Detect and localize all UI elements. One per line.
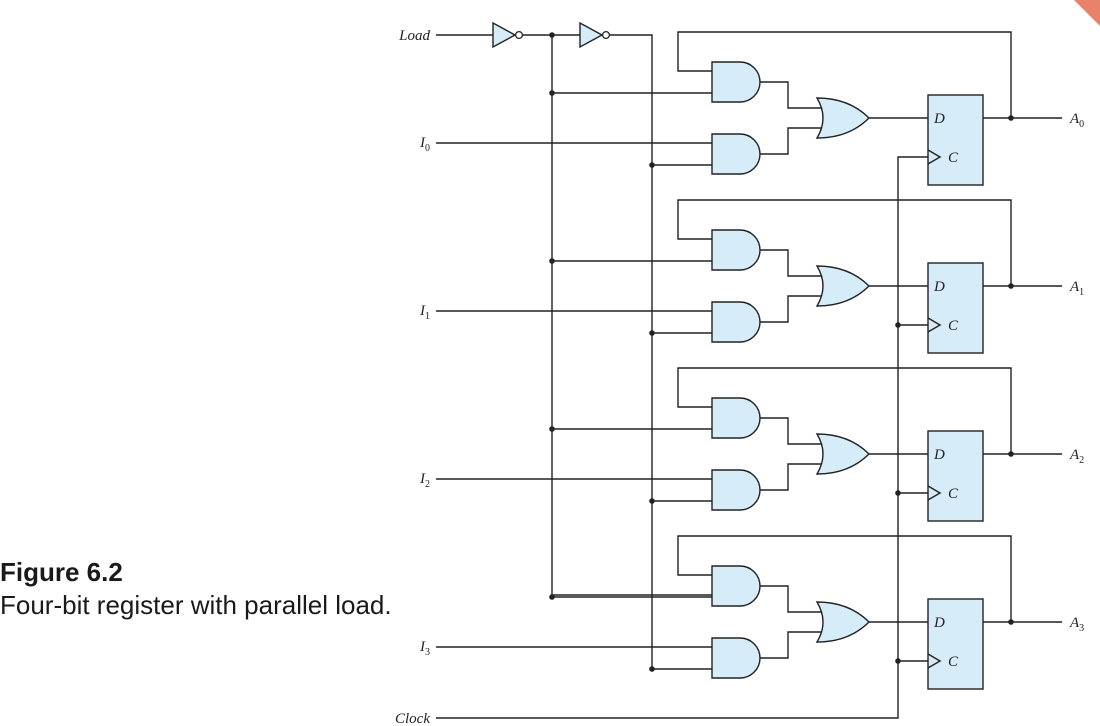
junction-dot (895, 322, 901, 328)
stage-3-and-upper-out-wire (760, 585, 825, 613)
stage-2-and-gate-lower (711, 469, 761, 511)
stage-2-feedback-wire (677, 367, 1012, 454)
junction-dot (1008, 115, 1014, 121)
stage-1-and-lower-out-wire (760, 295, 825, 323)
stage-1-flipflop-d-label: D (933, 279, 945, 295)
stage-2-or-gate (815, 433, 870, 475)
stage-2-and-upper-out-wire (760, 417, 825, 445)
stage-0-output-label: A0 (1069, 111, 1084, 130)
stage-2-d-flipflop (927, 430, 984, 522)
stage-1-or-gate (815, 265, 870, 307)
stage-3-feedback-wire (677, 535, 1012, 622)
figure-caption: Figure 6.2 Four-bit register with parall… (0, 556, 392, 622)
stage-1-flipflop-c-label: C (948, 318, 959, 334)
stage-2-flipflop-c-label: C (948, 486, 959, 502)
junction-dot (549, 426, 555, 432)
figure-number: Figure 6.2 (0, 557, 123, 587)
stage-3-and-gate-lower (711, 637, 761, 679)
load-label: Load (398, 28, 430, 44)
stage-3-input-label: I3 (419, 639, 430, 658)
junction-dot (649, 666, 655, 672)
stage-1-and-gate-lower (711, 301, 761, 343)
inverter-1-bubble (514, 30, 524, 40)
junction-dot (1008, 619, 1014, 625)
corner-accent (1074, 0, 1100, 26)
stage-0-d-flipflop (927, 94, 984, 186)
stage-2-input-label: I2 (419, 471, 430, 490)
junction-dot (549, 90, 555, 96)
stage-3-flipflop-d-label: D (933, 615, 945, 631)
stage-1-and-gate-upper (711, 229, 761, 271)
junction-dot (649, 498, 655, 504)
stage-2-and-gate-upper (711, 397, 761, 439)
stage-0-and-lower-out-wire (760, 127, 825, 155)
stage-0-and-gate-upper (711, 61, 761, 103)
stage-2-output-label: A2 (1069, 447, 1084, 466)
stage-0-flipflop-c-label: C (948, 150, 959, 166)
stage-0-and-gate-lower (711, 133, 761, 175)
stage-1-d-flipflop (927, 262, 984, 354)
stage-3-output-label: A3 (1069, 615, 1084, 634)
stage-3-flipflop-c-label: C (948, 654, 959, 670)
inverter-1 (492, 21, 517, 49)
junction-dot (649, 162, 655, 168)
stage-1-input-label: I1 (419, 303, 430, 322)
stage-1-feedback-wire (677, 199, 1012, 286)
stage-3-and-gate-upper (711, 565, 761, 607)
stage-1-clock-triangle (927, 317, 942, 333)
clock-wire (436, 172, 899, 719)
junction-dot (1008, 451, 1014, 457)
junction-dot (895, 490, 901, 496)
stage-0-clock-triangle (927, 149, 942, 165)
stage-2-clock-triangle (927, 485, 942, 501)
junction-dot (895, 658, 901, 664)
stage-3-and-lower-out-wire (760, 631, 825, 659)
stage-0-and-upper-out-wire (760, 81, 825, 109)
inverter-2 (579, 21, 604, 49)
stage-0-or-gate (815, 97, 870, 139)
stage-0-input-label: I0 (419, 135, 430, 154)
stage-3-or-gate (815, 601, 870, 643)
stage-3-clock-triangle (927, 653, 942, 669)
stage-2-flipflop-d-label: D (933, 447, 945, 463)
figure-description: Four-bit register with parallel load. (0, 590, 392, 620)
inverter-2-bubble (601, 30, 611, 40)
junction-dot (549, 258, 555, 264)
stage-2-and-lower-out-wire (760, 463, 825, 491)
stage-1-output-label: A1 (1069, 279, 1084, 298)
stage-3-d-flipflop (927, 598, 984, 690)
stage-0-clock-branch-wire (897, 156, 928, 172)
load-rail-2 (610, 34, 653, 667)
stage-0-feedback-wire (677, 31, 1012, 118)
junction-dot (649, 330, 655, 336)
stage-1-and-upper-out-wire (760, 249, 825, 277)
junction-dot (1008, 283, 1014, 289)
stage-0-flipflop-d-label: D (933, 111, 945, 127)
clock-label: Clock (395, 711, 430, 726)
